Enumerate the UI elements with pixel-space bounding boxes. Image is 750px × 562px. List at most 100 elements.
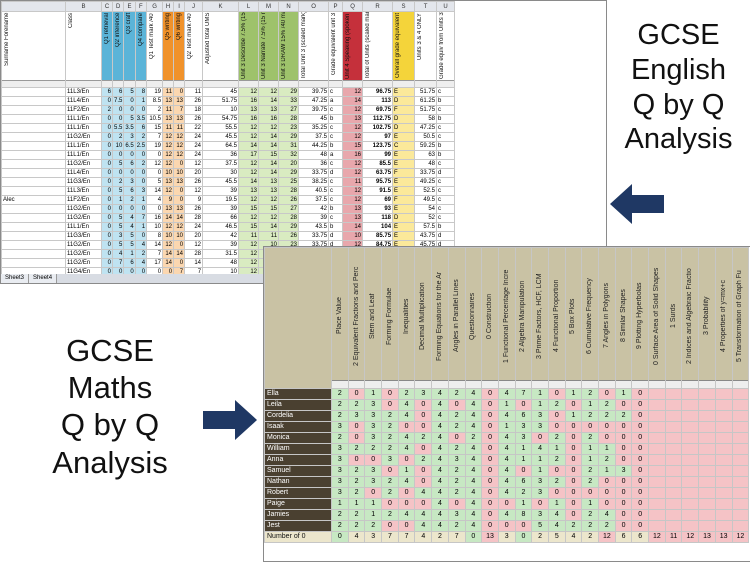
- table-cell[interactable]: b: [328, 204, 344, 214]
- table-cell[interactable]: 0: [146, 204, 164, 214]
- table-cell[interactable]: b: [328, 141, 344, 151]
- table-cell[interactable]: 10: [173, 168, 186, 178]
- score-cell[interactable]: 2: [581, 520, 599, 532]
- score-cell[interactable]: 0: [564, 432, 583, 444]
- table-cell[interactable]: 12: [238, 123, 260, 133]
- table-cell[interactable]: 12: [162, 222, 175, 232]
- table-cell[interactable]: 0: [101, 114, 113, 124]
- score-cell[interactable]: 3: [364, 465, 383, 477]
- table-cell[interactable]: 7: [134, 213, 148, 223]
- column-header[interactable]: Total Unit 3 (scaled mark): [298, 11, 330, 88]
- score-cell[interactable]: 1: [331, 498, 349, 510]
- table-cell[interactable]: 11G2/En: [65, 132, 102, 142]
- score-cell[interactable]: 0: [598, 432, 616, 444]
- score-cell[interactable]: 2: [614, 410, 633, 422]
- table-cell[interactable]: 13: [258, 105, 280, 115]
- table-cell[interactable]: 12: [238, 258, 260, 268]
- score-cell[interactable]: [648, 509, 666, 521]
- table-cell[interactable]: 13: [162, 96, 175, 106]
- score-cell[interactable]: 4: [431, 421, 449, 433]
- score-cell[interactable]: 0: [581, 487, 599, 499]
- column-letter[interactable]: B: [65, 1, 102, 12]
- table-cell[interactable]: 46.5: [202, 222, 240, 232]
- score-cell[interactable]: 5: [531, 520, 549, 532]
- score-cell[interactable]: 4: [464, 509, 483, 521]
- table-cell[interactable]: 99: [362, 150, 394, 160]
- score-cell[interactable]: 2: [414, 432, 433, 444]
- score-cell[interactable]: 0: [614, 399, 633, 411]
- column-header[interactable]: Q1 retrieval: [101, 11, 113, 88]
- score-cell[interactable]: 2: [381, 443, 399, 455]
- score-cell[interactable]: 1: [564, 410, 583, 422]
- table-cell[interactable]: 35.25: [298, 123, 330, 133]
- table-cell[interactable]: 13: [162, 114, 175, 124]
- score-cell[interactable]: 4: [414, 487, 433, 499]
- score-cell[interactable]: 0: [447, 432, 466, 444]
- table-cell[interactable]: b: [328, 222, 344, 232]
- table-cell[interactable]: 11G2/En: [65, 159, 102, 169]
- total-cell[interactable]: 6: [614, 531, 633, 543]
- score-cell[interactable]: 2: [581, 432, 599, 444]
- table-cell[interactable]: Alec: [1, 195, 66, 205]
- score-cell[interactable]: [681, 520, 700, 532]
- score-cell[interactable]: [698, 410, 716, 422]
- table-cell[interactable]: 16: [258, 114, 280, 124]
- table-cell[interactable]: 14: [146, 240, 164, 250]
- score-cell[interactable]: 4: [464, 476, 483, 488]
- table-cell[interactable]: 11L3/En: [65, 87, 102, 97]
- table-cell[interactable]: 11G2/En: [65, 204, 102, 214]
- column-header[interactable]: Adjusted total UMS: [202, 11, 240, 88]
- table-cell[interactable]: 11: [162, 87, 175, 97]
- table-cell[interactable]: c: [436, 186, 456, 196]
- table-cell[interactable]: 12: [238, 159, 260, 169]
- table-cell[interactable]: 12: [238, 195, 260, 205]
- column-header[interactable]: 7 Angles in Polygons: [598, 247, 616, 389]
- table-cell[interactable]: 33: [278, 96, 300, 106]
- score-cell[interactable]: [731, 399, 750, 411]
- total-cell[interactable]: 0: [331, 531, 349, 543]
- table-cell[interactable]: 11L1/En: [65, 141, 102, 151]
- score-cell[interactable]: 2: [331, 432, 349, 444]
- score-cell[interactable]: 3: [514, 432, 533, 444]
- score-cell[interactable]: 2: [331, 509, 349, 521]
- column-header[interactable]: Grade equiv from Units 3 & 4 ONLY: [436, 11, 456, 88]
- score-cell[interactable]: 1: [364, 509, 383, 521]
- table-cell[interactable]: c: [328, 195, 344, 205]
- table-cell[interactable]: [1, 159, 66, 169]
- table-cell[interactable]: 28: [184, 249, 204, 259]
- table-cell[interactable]: 4: [111, 249, 125, 259]
- table-cell[interactable]: c: [328, 87, 344, 97]
- table-cell[interactable]: D: [392, 96, 416, 106]
- table-cell[interactable]: 2: [134, 249, 148, 259]
- table-cell[interactable]: 0: [101, 222, 113, 232]
- score-cell[interactable]: 4: [464, 388, 483, 400]
- table-cell[interactable]: 24: [184, 132, 204, 142]
- score-cell[interactable]: 2: [347, 465, 366, 477]
- table-cell[interactable]: [1, 177, 66, 187]
- table-cell[interactable]: 31: [278, 141, 300, 151]
- score-cell[interactable]: [714, 465, 733, 477]
- table-cell[interactable]: 1: [123, 249, 136, 259]
- column-header[interactable]: 2 Equivalent Fractions and Perc: [347, 247, 366, 389]
- score-cell[interactable]: 1: [564, 388, 583, 400]
- table-cell[interactable]: 19: [146, 141, 164, 151]
- column-header[interactable]: Class: [65, 11, 102, 88]
- total-cell[interactable]: 12: [598, 531, 616, 543]
- score-cell[interactable]: 4: [431, 520, 449, 532]
- column-header[interactable]: 4 Properties of y=mx+c: [714, 247, 733, 389]
- score-cell[interactable]: 0: [631, 454, 650, 466]
- table-cell[interactable]: 5: [111, 159, 125, 169]
- table-cell[interactable]: 85.5: [362, 159, 394, 169]
- score-cell[interactable]: 0: [397, 498, 416, 510]
- table-cell[interactable]: 0: [146, 150, 164, 160]
- score-cell[interactable]: [648, 388, 666, 400]
- score-cell[interactable]: 0: [364, 454, 383, 466]
- score-cell[interactable]: 3: [447, 509, 466, 521]
- table-cell[interactable]: 10: [111, 141, 125, 151]
- table-cell[interactable]: 13: [173, 177, 186, 187]
- table-cell[interactable]: a: [328, 150, 344, 160]
- score-cell[interactable]: 3: [414, 388, 433, 400]
- score-cell[interactable]: 2: [547, 399, 566, 411]
- score-cell[interactable]: 2: [381, 509, 399, 521]
- table-cell[interactable]: 13: [173, 204, 186, 214]
